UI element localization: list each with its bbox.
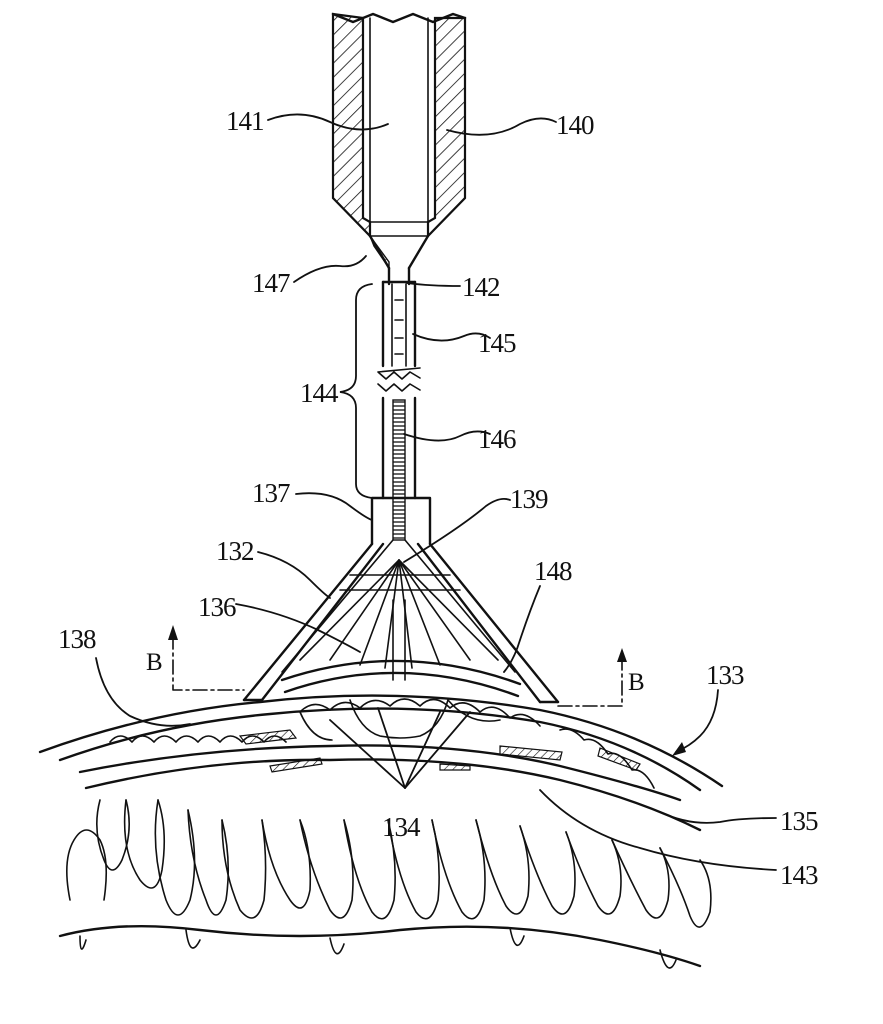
label-135: 135 [780,806,818,836]
tube-fill-dots [395,300,403,354]
label-136: 136 [198,592,236,622]
label-141: 141 [226,106,264,136]
syringe-body [333,14,465,268]
label-142: 142 [462,272,500,302]
label-138: 138 [58,624,96,654]
section-label-left: B [146,649,163,676]
label-145: 145 [478,328,516,358]
label-144: 144 [300,378,339,408]
label-134: 134 [382,812,421,842]
section-line-b: B B [146,625,645,706]
label-146: 146 [478,424,516,454]
label-133: 133 [706,660,744,690]
label-140: 140 [556,110,594,140]
label-143: 143 [780,860,818,890]
label-148: 148 [534,556,572,586]
label-137: 137 [252,478,290,508]
section-label-right: B [628,669,645,696]
tissue-layers [40,696,722,968]
label-139: 139 [510,484,548,514]
label-132: 132 [216,536,254,566]
label-147: 147 [252,268,290,298]
